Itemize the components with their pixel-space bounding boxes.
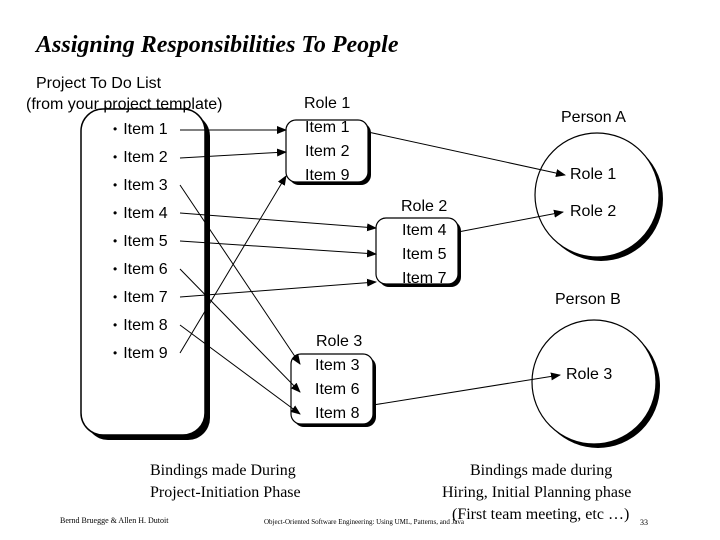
role2-item-1: Item 4 xyxy=(402,222,447,239)
arrow-item7-role2 xyxy=(179,278,377,298)
slide-title: Assigning Responsibilities To People xyxy=(36,32,399,58)
arrow-item5-role2 xyxy=(179,240,377,258)
person-b-circle xyxy=(531,319,657,445)
todo-item-7: Item 7 xyxy=(113,289,167,307)
role3-item-3: Item 8 xyxy=(315,405,360,422)
role1-label: Role 1 xyxy=(304,95,351,112)
arrow-item2-role1 xyxy=(179,148,287,159)
role3-item-2: Item 6 xyxy=(315,381,360,398)
person-a-circle xyxy=(534,132,660,258)
person-b-role-1: Role 3 xyxy=(566,366,613,383)
person-a-role-2: Role 2 xyxy=(570,203,617,220)
role1-item-2: Item 2 xyxy=(305,143,350,160)
person-a-label: Person A xyxy=(561,109,626,126)
role2-label: Role 2 xyxy=(401,198,448,215)
arrow-role3-person-b xyxy=(372,372,561,406)
arrow-item8-role3 xyxy=(179,324,301,415)
role3-label: Role 3 xyxy=(316,333,363,350)
caption-right-line2: Hiring, Initial Planning phase xyxy=(442,484,632,501)
caption-left-line1: Bindings made During xyxy=(150,462,296,479)
role1-item-3: Item 9 xyxy=(305,167,350,184)
arrow-role1-person-a xyxy=(367,131,566,177)
person-a-role-1: Role 1 xyxy=(570,166,617,183)
person-b-label: Person B xyxy=(555,291,621,308)
todo-item-4: Item 4 xyxy=(113,205,167,223)
caption-right-line1: Bindings made during xyxy=(470,462,613,479)
footer-page-number: 33 xyxy=(640,518,648,527)
role1-item-1: Item 1 xyxy=(305,119,350,136)
todo-item-5: Item 5 xyxy=(113,233,167,251)
role3-item-1: Item 3 xyxy=(315,357,360,374)
arrow-role2-person-a xyxy=(457,209,564,233)
todo-item-3: Item 3 xyxy=(113,177,167,195)
todo-list-subheading: (from your project template) xyxy=(26,96,223,113)
role2-item-2: Item 5 xyxy=(402,246,447,263)
todo-item-9: Item 9 xyxy=(113,345,167,363)
todo-item-2: Item 2 xyxy=(113,149,167,167)
role2-item-3: Item 7 xyxy=(402,270,447,287)
todo-item-1: Item 1 xyxy=(113,121,167,139)
caption-right-line3: (First team meeting, etc …) xyxy=(452,506,630,523)
todo-list-heading: Project To Do List xyxy=(36,75,162,92)
todo-item-6: Item 6 xyxy=(113,261,167,279)
todo-item-8: Item 8 xyxy=(113,317,167,335)
arrow-item4-role2 xyxy=(179,212,377,232)
caption-left-line2: Project-Initiation Phase xyxy=(150,484,301,501)
arrow-item6-role3 xyxy=(179,268,301,393)
arrow-item3-role3 xyxy=(179,184,301,365)
footer-book-title: Object-Oriented Software Engineering: Us… xyxy=(264,518,465,526)
footer-authors: Bernd Bruegge & Allen H. Dutoit xyxy=(60,516,169,525)
